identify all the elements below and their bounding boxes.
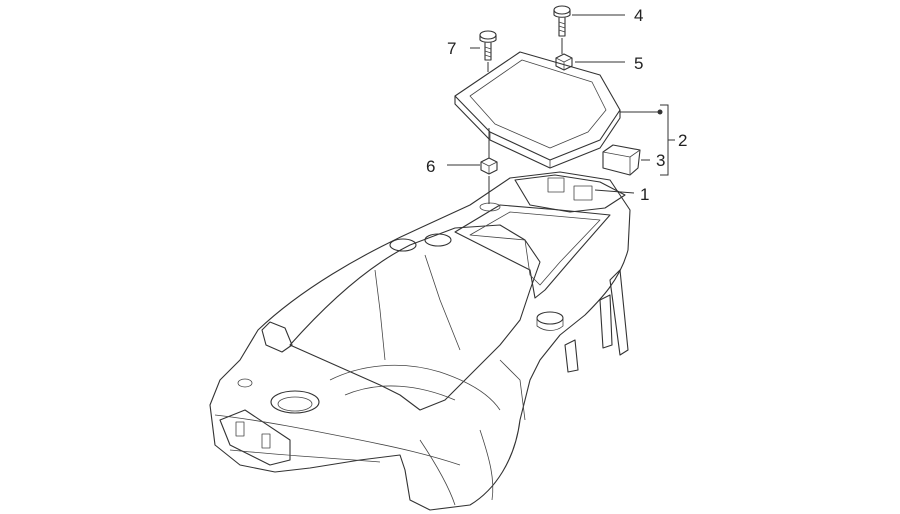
callout-leaders xyxy=(447,14,675,194)
callout-7: 7 xyxy=(447,39,456,58)
callout-1: 1 xyxy=(640,185,649,204)
battery-cover-lid-part xyxy=(454,51,621,169)
screw-part-7 xyxy=(479,30,497,61)
callout-6: 6 xyxy=(426,157,435,176)
assembly-lines xyxy=(487,38,563,204)
callout-2: 2 xyxy=(678,131,687,150)
clip-nut-part-6 xyxy=(480,157,498,175)
callout-3: 3 xyxy=(656,151,665,170)
callout-4: 4 xyxy=(634,6,643,25)
screw-part-4 xyxy=(553,5,571,37)
foam-block-part xyxy=(602,144,641,176)
leader-dot xyxy=(657,109,663,115)
callout-5: 5 xyxy=(634,54,643,73)
clip-nut-part-5 xyxy=(555,53,573,71)
storage-compartment-part xyxy=(209,171,631,511)
